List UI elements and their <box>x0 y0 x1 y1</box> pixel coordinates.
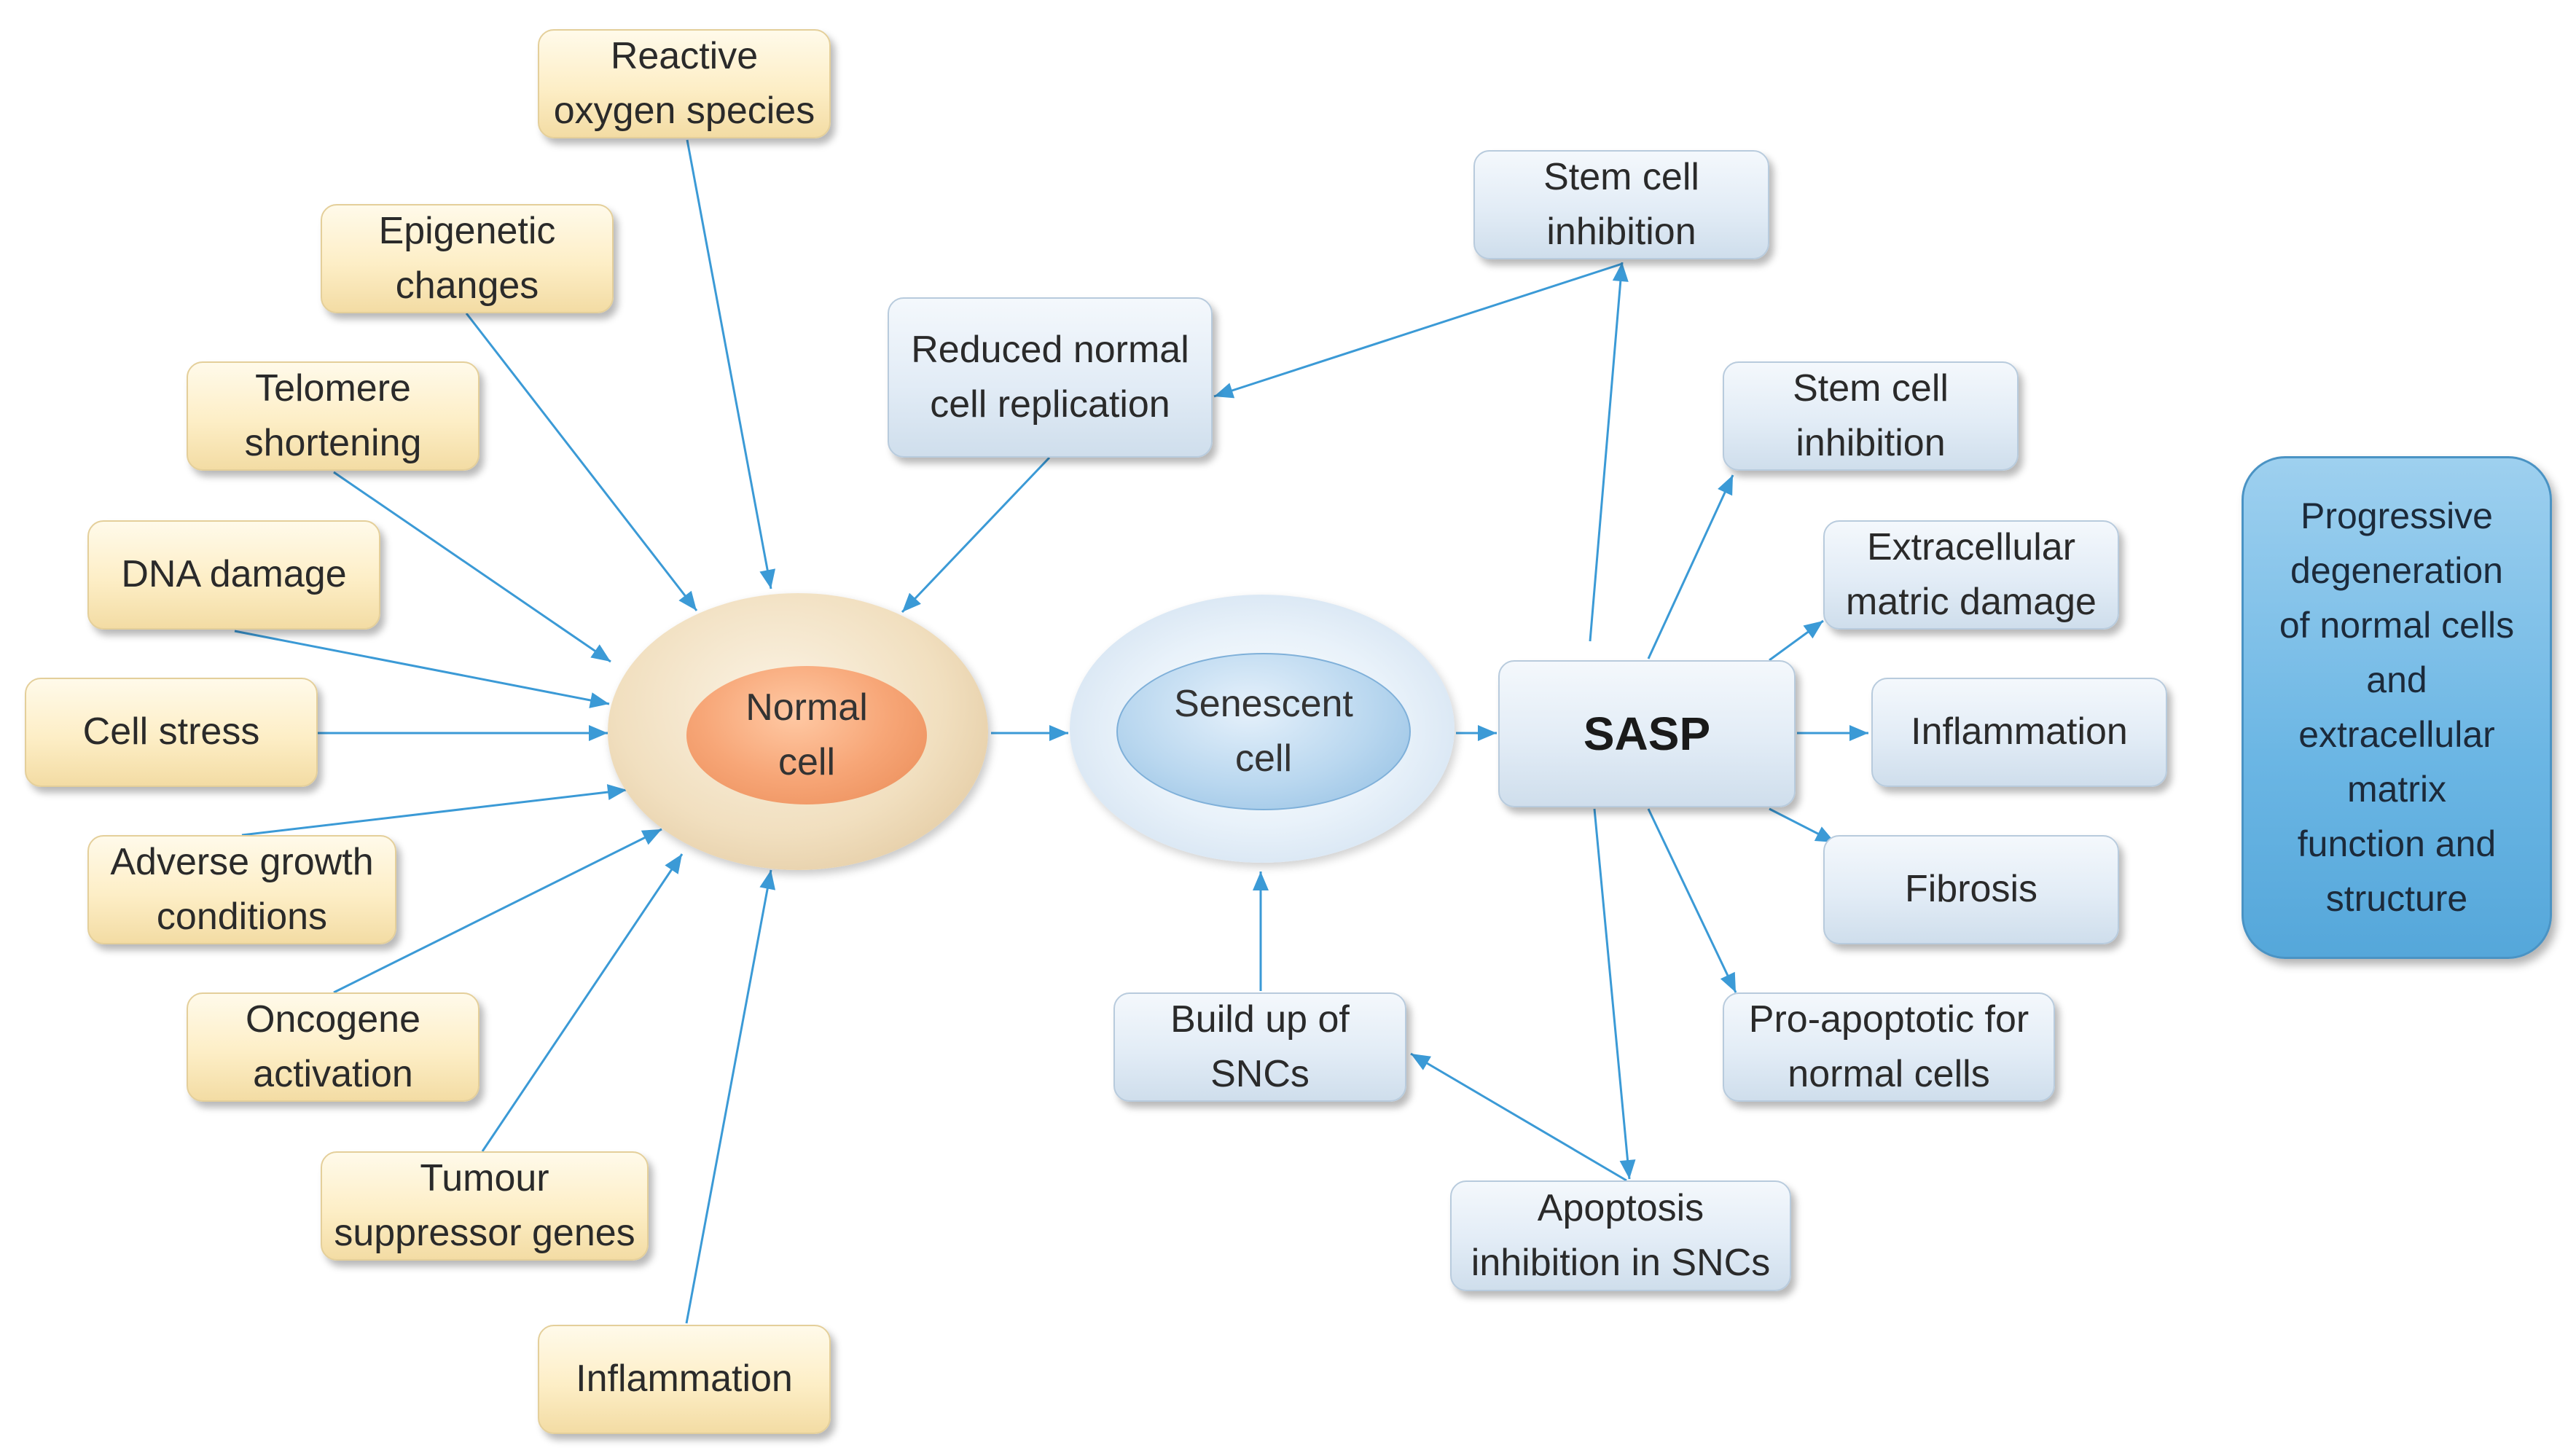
effect-label: Inflammation <box>1911 710 2128 753</box>
arrow-sasp-to-stem-right <box>1647 474 1734 659</box>
arrow-adverse-to-normal-head <box>606 784 627 800</box>
arrow-stem-top-to-replication <box>1213 262 1623 398</box>
senescent-cell-label: Senescent cell <box>1174 682 1353 780</box>
arrow-sasp-to-apoptosis-inhibition-head <box>1619 1159 1636 1179</box>
effect-stem-cell-inhibition-right: Stem cell inhibition <box>1723 361 2019 471</box>
arrow-buildup-to-senescent-head <box>1253 872 1269 890</box>
cause-adverse-growth-conditions: Adverse growth conditions <box>87 835 396 944</box>
cause-label: Epigenetic changes <box>378 209 556 307</box>
arrow-apoptosis-to-buildup <box>1410 1052 1627 1182</box>
effect-build-up-of-sncs: Build up of SNCs <box>1113 992 1406 1102</box>
arrow-replication-to-normal <box>901 456 1051 614</box>
cause-label: Telomere shortening <box>244 367 422 464</box>
outcome-progressive-degeneration: Progressive degeneration of normal cells… <box>2242 456 2552 959</box>
effect-label: Apoptosis inhibition in SNCs <box>1471 1186 1771 1284</box>
effect-extracellular-matric-damage: Extracellular matric damage <box>1823 520 2119 630</box>
effect-label: Build up of SNCs <box>1170 998 1350 1095</box>
arrow-sasp-to-stem-right-head <box>1718 475 1733 496</box>
cause-cell-stress: Cell stress <box>25 678 318 787</box>
effect-reduced-normal-cell-replication: Reduced normal cell replication <box>888 297 1213 458</box>
arrow-sasp-to-stem-top-head <box>1612 262 1629 282</box>
arrow-stress-to-normal-head <box>589 725 608 741</box>
sasp-box: SASP <box>1498 660 1796 807</box>
arrow-telomere-to-normal-head <box>590 644 611 662</box>
arrow-tumour-to-normal-head <box>665 854 682 874</box>
effect-label: Fibrosis <box>1904 868 2038 911</box>
arrow-senescent-to-sasp-head <box>1478 725 1497 741</box>
effect-label: Stem cell inhibition <box>1543 155 1699 253</box>
cause-label: Inflammation <box>576 1358 793 1401</box>
sasp-label: SASP <box>1583 707 1711 760</box>
effect-stem-cell-inhibition-top: Stem cell inhibition <box>1473 150 1769 259</box>
arrow-epigenetic-to-normal <box>465 313 698 611</box>
arrow-sasp-to-ecm-head <box>1803 621 1823 639</box>
arrow-ros-to-normal <box>686 139 772 590</box>
cause-label: Tumour suppressor genes <box>334 1156 635 1254</box>
arrow-ros-to-normal-head <box>759 568 776 589</box>
arrow-sasp-to-pro-apoptotic-head <box>1720 971 1736 992</box>
effect-apoptosis-inhibition-in-sncs: Apoptosis inhibition in SNCs <box>1450 1180 1791 1291</box>
effect-label: Reduced normal cell replication <box>911 328 1189 426</box>
cause-label: Oncogene activation <box>246 998 420 1095</box>
cause-oncogene-activation: Oncogene activation <box>187 992 479 1102</box>
effect-label: Extracellular matric damage <box>1846 525 2097 623</box>
arrow-sasp-to-stem-top <box>1589 262 1624 642</box>
arrow-sasp-to-apoptosis-inhibition <box>1593 808 1631 1180</box>
effect-label: Pro-apoptotic for normal cells <box>1748 998 2029 1095</box>
cause-inflammation: Inflammation <box>538 1325 831 1434</box>
cause-dna-damage: DNA damage <box>87 520 380 630</box>
effect-fibrosis: Fibrosis <box>1823 835 2119 944</box>
senescent-cell-nucleus: Senescent cell <box>1116 653 1411 810</box>
cause-epigenetic-changes: Epigenetic changes <box>321 204 614 313</box>
arrow-sasp-to-pro-apoptotic <box>1647 808 1737 993</box>
arrow-apoptosis-to-buildup-head <box>1411 1054 1431 1070</box>
arrow-tumour-to-normal <box>481 853 684 1152</box>
effect-label: Stem cell inhibition <box>1793 367 1949 464</box>
arrow-sasp-to-inflammation-head <box>1849 725 1868 741</box>
cause-reactive-oxygen-species: Reactive oxygen species <box>538 29 831 138</box>
cause-label: Adverse growth conditions <box>110 840 374 938</box>
cause-telomere-shortening: Telomere shortening <box>187 361 479 471</box>
outcome-label: Progressive degeneration of normal cells… <box>2279 496 2515 919</box>
arrow-inflammation-to-normal-head <box>759 870 776 890</box>
arrow-oncogene-to-normal <box>333 828 662 994</box>
normal-cell-nucleus: Normal cell <box>686 666 927 804</box>
cause-label: DNA damage <box>121 553 347 596</box>
arrow-oncogene-to-normal-head <box>641 829 662 845</box>
normal-cell-label: Normal cell <box>745 686 868 783</box>
cause-tumour-suppressor-genes: Tumour suppressor genes <box>321 1151 649 1261</box>
effect-inflammation: Inflammation <box>1871 678 2167 787</box>
arrow-epigenetic-to-normal-head <box>678 590 697 611</box>
arrow-stem-top-to-replication-head <box>1214 383 1235 399</box>
arrow-replication-to-normal-head <box>902 592 921 612</box>
effect-pro-apoptotic-for-normal-cells: Pro-apoptotic for normal cells <box>1723 992 2055 1102</box>
cause-label: Reactive oxygen species <box>553 34 815 132</box>
cause-label: Cell stress <box>82 710 260 753</box>
arrow-inflammation-to-normal <box>685 869 772 1324</box>
arrow-normal-to-senescent-head <box>1049 725 1068 741</box>
arrow-dna-to-normal <box>234 630 610 705</box>
arrow-dna-to-normal-head <box>589 692 609 708</box>
arrow-adverse-to-normal <box>241 788 627 837</box>
arrow-telomere-to-normal <box>333 471 611 663</box>
